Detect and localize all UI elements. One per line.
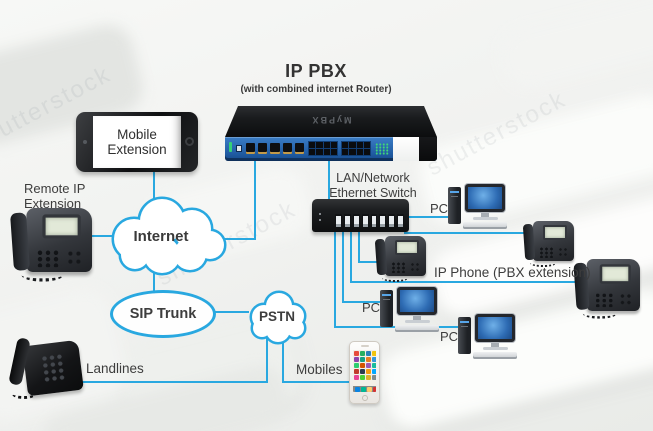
remote-ip-phone-graphic (10, 208, 92, 282)
connector-pbx-switch (328, 150, 330, 202)
pstn-label: PSTN (258, 309, 295, 324)
pbx-port-bank (341, 141, 371, 156)
phone-home-button-icon (185, 137, 194, 146)
monitor-icon (465, 184, 505, 212)
connector-pbx-internet-v (254, 150, 256, 240)
pc-label: PC (440, 329, 459, 344)
connector-remoteext-internet (88, 235, 116, 237)
connector-pstn-landlines-h (80, 381, 268, 383)
connector-switch-ipphone-right1 (404, 232, 527, 234)
pc-right-graphic (448, 184, 510, 230)
internet-label: Internet (133, 228, 189, 245)
pbx-brand-text: MyPBX (310, 115, 352, 125)
connector-switch-ipphone-right2-h (350, 281, 578, 283)
phone-speaker-icon (360, 345, 369, 347)
pbx-led (229, 142, 232, 152)
mobiles-label: Mobiles (296, 362, 343, 377)
connector-pstn-mobiles-v (282, 336, 284, 383)
ethernet-switch-label: LAN/Network Ethernet Switch (329, 171, 417, 200)
diagram-title: IP PBX (285, 61, 347, 81)
mobile-extension-phone: Mobile Extension (76, 112, 198, 172)
switch-ports (335, 214, 404, 228)
pstn-cloud (249, 290, 307, 345)
phone-cord-icon (12, 389, 36, 399)
landline-phone-graphic (8, 337, 88, 401)
connector-mobileext-internet (153, 170, 155, 208)
connector-pbx-internet-h (216, 238, 256, 240)
sip-trunk-label: SIP Trunk (129, 306, 197, 322)
connector-switch-pc-mid1-v (342, 222, 344, 303)
pbx-chassis-side (419, 137, 437, 161)
phone-cord-icon (21, 269, 64, 282)
ethernet-switch-device (312, 199, 409, 232)
connector-switch-pc-right (404, 216, 454, 218)
phone-cord-icon (382, 274, 408, 282)
phone-cord-icon (582, 308, 617, 319)
monitor-icon (397, 287, 437, 315)
remote-ip-extension-label: Remote IP Extension (24, 181, 86, 212)
pbx-led-grid (375, 143, 389, 155)
connector-switch-ipphone-mid-h (358, 261, 381, 263)
connector-switch-ipphone-right2-v (350, 222, 352, 283)
diagram-subtitle: (with combined internet Router) (240, 84, 392, 95)
connector-switch-pc-mid2-v (334, 222, 336, 328)
pbx-front-panel (225, 137, 437, 161)
mobile-extension-label: Mobile Extension (93, 116, 181, 168)
pbx-wan-lan-ports (246, 143, 305, 154)
connector-pstn-mobiles-h (282, 381, 352, 383)
connector-pstn-landlines-v (266, 334, 268, 383)
keyboard-icon (473, 352, 517, 359)
pc-label: PC (362, 300, 381, 315)
connector-switch-pc-mid1-h (342, 301, 388, 303)
pbx-port-bank (308, 141, 338, 156)
ip-phone-middle-graphic (374, 236, 426, 282)
pbx-chassis-top: MyPBX (225, 106, 437, 137)
internet-cloud (111, 196, 227, 276)
ip-pbx-device: MyPBX (225, 106, 437, 163)
phone-cord-icon (530, 259, 556, 267)
ip-phone-right-2-graphic (573, 259, 640, 319)
phone-keypad-icon (40, 352, 67, 384)
connector-internet-siptrunk (153, 268, 155, 294)
pc-label: PC (430, 201, 449, 216)
pbx-panel-white-section (393, 137, 419, 161)
connector-switch-ipphone-mid-v (358, 222, 360, 263)
keyboard-icon (395, 325, 439, 332)
background-blob (495, 0, 653, 94)
smartphone-graphic (349, 341, 380, 404)
pbx-usb-port (236, 145, 242, 152)
ip-phone-right-1-graphic (522, 221, 574, 267)
pc-middle-2-graphic (458, 314, 520, 360)
sip-trunk-node (110, 290, 216, 338)
phone-camera-icon (83, 140, 87, 144)
landlines-label: Landlines (86, 361, 144, 376)
monitor-icon (475, 314, 515, 342)
connector-siptrunk-pstn (213, 311, 249, 313)
ip-phone-label: IP Phone (PBX extension) (434, 265, 591, 280)
smartphone-screen (353, 350, 376, 392)
keyboard-icon (463, 222, 507, 229)
phone-home-button-icon (361, 395, 368, 401)
app-grid-icon (353, 351, 376, 392)
pc-middle-1-graphic (380, 287, 442, 333)
switch-leds (318, 211, 322, 223)
